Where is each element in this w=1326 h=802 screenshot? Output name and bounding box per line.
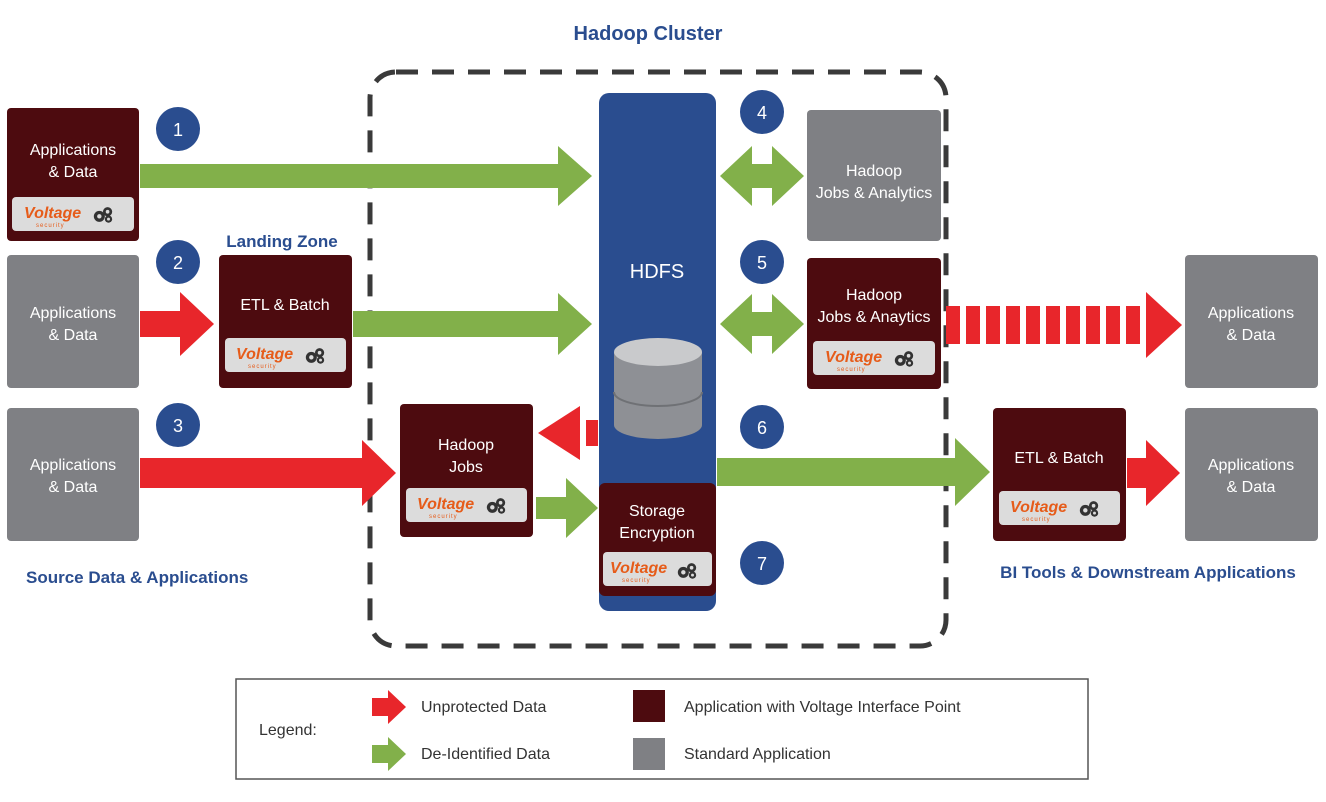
- legend-unprotected-label: Unprotected Data: [421, 699, 547, 716]
- legend-voltage-app-swatch: [633, 690, 665, 722]
- source-section-label: Source Data & Applications: [26, 568, 248, 587]
- hdfs-label: HDFS: [630, 261, 684, 283]
- unprotected-dashed-arrow-5: [946, 292, 1182, 358]
- voltage-logo: Voltage security: [406, 488, 527, 522]
- legend-label: Legend:: [259, 722, 317, 739]
- downstream-app-2-label-line2: & Data: [1227, 479, 1276, 496]
- svg-text:5: 5: [757, 253, 767, 273]
- step-5-badge: 5: [740, 240, 784, 284]
- voltage-logo: Voltage security: [999, 491, 1120, 525]
- step-6-badge: 6: [740, 405, 784, 449]
- unprotected-dashed-arrow-3: [538, 406, 598, 460]
- svg-text:2: 2: [173, 253, 183, 273]
- downstream-app-1-label-line2: & Data: [1227, 327, 1276, 344]
- bi-tools-section-label: BI Tools & Downstream Applications: [1000, 563, 1296, 582]
- svg-text:Voltage: Voltage: [1010, 499, 1067, 516]
- svg-text:7: 7: [757, 554, 767, 574]
- deidentified-arrow-7: [536, 478, 598, 538]
- step-3-badge: 3: [156, 403, 200, 447]
- svg-text:Voltage: Voltage: [610, 560, 667, 577]
- hadoop-jobs-analytics-1-label-line1: Hadoop: [846, 163, 902, 180]
- svg-text:security: security: [1022, 517, 1051, 523]
- source-app-2-label-line2: & Data: [49, 327, 98, 344]
- source-app-3-label-line1: Applications: [30, 457, 116, 474]
- voltage-logo: Voltage security: [225, 338, 346, 372]
- downstream-app-2-box: [1185, 408, 1318, 541]
- deidentified-bidirectional-arrow-5: [720, 294, 804, 354]
- legend-voltage-app-label: Application with Voltage Interface Point: [684, 699, 961, 716]
- deidentified-arrow-2: [353, 293, 592, 355]
- hadoop-jobs-analytics-1-box: [807, 110, 941, 241]
- deidentified-arrow-1: [140, 146, 592, 206]
- legend-deidentified-label: De-Identified Data: [421, 746, 550, 763]
- svg-text:Voltage: Voltage: [417, 496, 474, 513]
- svg-text:1: 1: [173, 120, 183, 140]
- source-app-1-label-line1: Applications: [30, 142, 116, 159]
- svg-text:3: 3: [173, 416, 183, 436]
- legend-unprotected-arrow-icon: [372, 690, 406, 724]
- svg-text:security: security: [429, 514, 458, 520]
- svg-text:Voltage: Voltage: [24, 205, 81, 222]
- unprotected-arrow-3: [140, 440, 396, 506]
- legend-standard-app-swatch: [633, 738, 665, 770]
- svg-text:security: security: [837, 367, 866, 373]
- database-icon: [613, 338, 703, 439]
- svg-text:security: security: [248, 364, 277, 370]
- downstream-app-1-label-line1: Applications: [1208, 305, 1294, 322]
- storage-encryption-label-line2: Encryption: [619, 525, 695, 542]
- legend-deidentified-arrow-icon: [372, 737, 406, 771]
- svg-text:Voltage: Voltage: [236, 346, 293, 363]
- voltage-logo: Voltage security: [603, 552, 712, 586]
- landing-zone-label: Landing Zone: [226, 232, 337, 251]
- source-app-1-label-line2: & Data: [49, 164, 98, 181]
- hadoop-jobs-label-line2: Jobs: [449, 459, 483, 476]
- hadoop-cluster-boundary: [367, 69, 949, 649]
- source-app-3-label-line2: & Data: [49, 479, 98, 496]
- svg-text:security: security: [36, 223, 65, 229]
- unprotected-arrow-2: [140, 292, 214, 356]
- svg-text:4: 4: [757, 103, 767, 123]
- source-app-2-box: [7, 255, 139, 388]
- etl-batch-2-label: ETL & Batch: [1014, 450, 1103, 467]
- hadoop-jobs-label-line1: Hadoop: [438, 437, 494, 454]
- svg-text:security: security: [622, 578, 651, 584]
- svg-text:6: 6: [757, 418, 767, 438]
- unprotected-arrow-6: [1127, 440, 1180, 506]
- legend-standard-app-label: Standard Application: [684, 746, 831, 763]
- deidentified-arrow-6: [717, 438, 990, 506]
- svg-text:Voltage: Voltage: [825, 349, 882, 366]
- source-app-3-box: [7, 408, 139, 541]
- diagram-title: Hadoop Cluster: [574, 23, 723, 45]
- step-2-badge: 2: [156, 240, 200, 284]
- voltage-logo: Voltage security: [12, 197, 134, 231]
- etl-batch-1-label: ETL & Batch: [240, 297, 329, 314]
- hadoop-jobs-analytics-2-label-line2: Jobs & Anaytics: [818, 309, 931, 326]
- downstream-app-2-label-line1: Applications: [1208, 457, 1294, 474]
- hadoop-jobs-analytics-2-label-line1: Hadoop: [846, 287, 902, 304]
- source-app-2-label-line1: Applications: [30, 305, 116, 322]
- step-7-badge: 7: [740, 541, 784, 585]
- hadoop-jobs-analytics-1-label-line2: Jobs & Analytics: [816, 185, 933, 202]
- voltage-logo: Voltage security: [813, 341, 935, 375]
- step-4-badge: 4: [740, 90, 784, 134]
- storage-encryption-label-line1: Storage: [629, 503, 685, 520]
- downstream-app-1-box: [1185, 255, 1318, 388]
- step-1-badge: 1: [156, 107, 200, 151]
- deidentified-bidirectional-arrow-4: [720, 146, 804, 206]
